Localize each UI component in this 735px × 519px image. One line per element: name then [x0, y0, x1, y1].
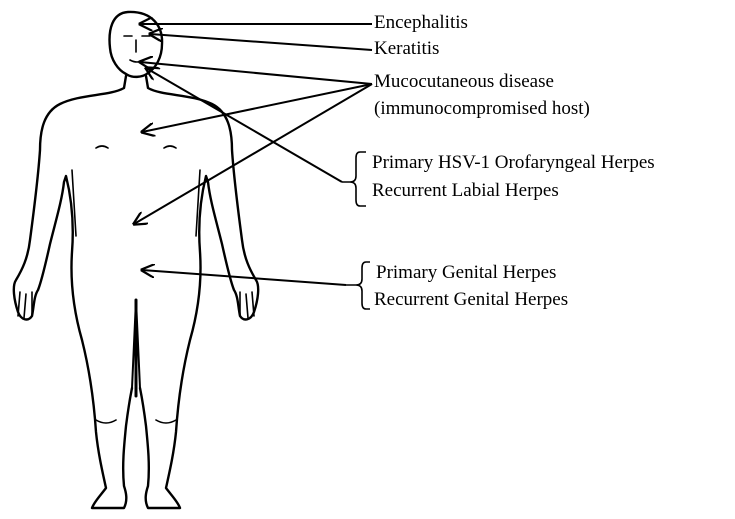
- label-mucocutaneous-line1: Mucocutaneous disease: [374, 71, 554, 93]
- label-keratitis: Keratitis: [374, 38, 439, 60]
- body-chest-marks: [96, 146, 176, 148]
- label-recurrent-genital: Recurrent Genital Herpes: [374, 289, 568, 311]
- body-face: [124, 36, 150, 62]
- arrow-mucocutaneous-abdomen: [134, 84, 372, 224]
- brace-orolabial: [342, 152, 366, 206]
- label-recurrent-labial: Recurrent Labial Herpes: [372, 180, 559, 202]
- arrow-mucocutaneous-chest: [142, 84, 372, 132]
- label-mucocutaneous-line2: (immunocompromised host): [374, 98, 590, 120]
- arrow-mucocutaneous-mouth: [140, 62, 372, 84]
- label-primary-genital: Primary Genital Herpes: [376, 262, 556, 284]
- label-primary-hsv1-orofaryngeal: Primary HSV-1 Orofaryngeal Herpes: [372, 152, 655, 174]
- label-braces: [342, 152, 370, 309]
- body-inner-arms: [72, 170, 200, 236]
- arrow-genital: [142, 270, 346, 285]
- label-encephalitis: Encephalitis: [374, 12, 468, 34]
- pointer-arrows: [134, 24, 372, 285]
- body-knees: [96, 420, 176, 423]
- human-body-figure: [14, 12, 258, 508]
- arrow-keratitis: [150, 34, 372, 50]
- brace-genital: [346, 262, 370, 309]
